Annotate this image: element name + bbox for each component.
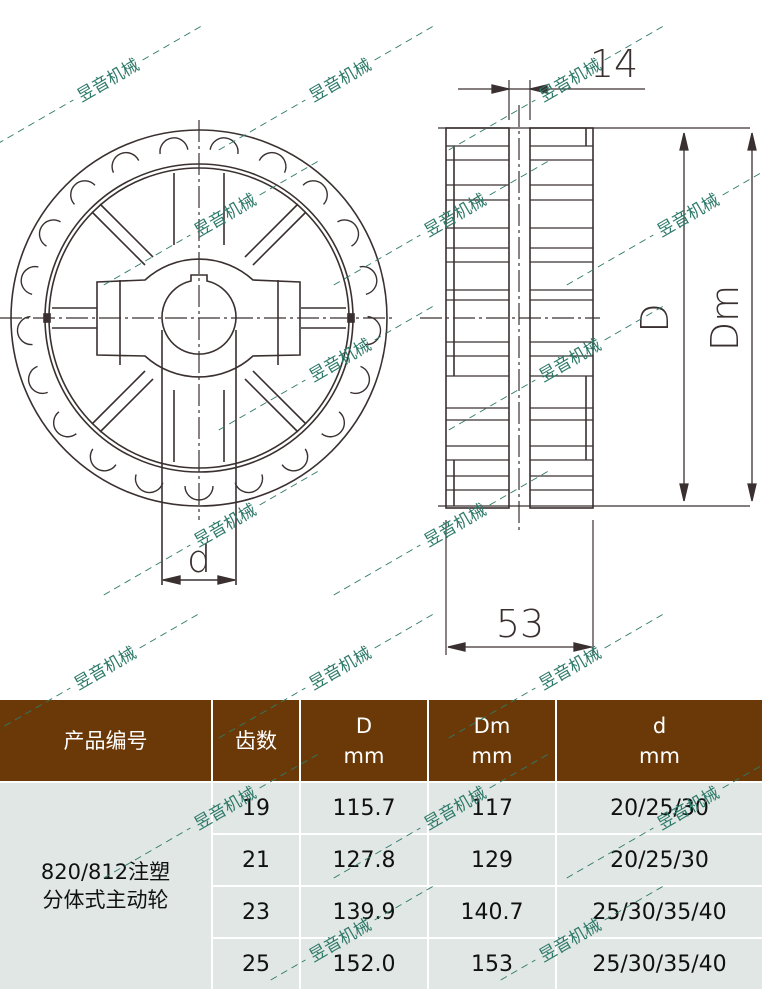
- d-cell: 20/25/30: [555, 833, 762, 886]
- dim-label-Dm: Dm: [703, 285, 747, 351]
- dim-label-d: d: [187, 537, 211, 581]
- table-row: 820/812注塑分体式主动轮 19 115.7 117 20/25/30: [0, 781, 762, 989]
- teeth-cell: 19: [211, 781, 300, 834]
- col-header-teeth: 齿数: [211, 700, 300, 782]
- D-cell: 139.9: [299, 885, 428, 938]
- teeth-cell: 21: [211, 833, 300, 886]
- d-cell: 20/25/30: [555, 781, 762, 834]
- teeth-cell: 25: [211, 937, 300, 989]
- Dm-cell: 117: [427, 781, 556, 834]
- Dm-cell: 153: [427, 937, 556, 989]
- D-cell: 115.7: [299, 781, 428, 834]
- product-name-cell: 820/812注塑分体式主动轮: [0, 781, 212, 989]
- dim-label-53: 53: [496, 602, 544, 646]
- col-header-product-code: 产品编号: [0, 700, 212, 782]
- front-view: [0, 120, 395, 585]
- D-cell: 152.0: [299, 937, 428, 989]
- technical-drawing: d: [0, 42, 757, 655]
- D-cell: 127.8: [299, 833, 428, 886]
- Dm-cell: 129: [427, 833, 556, 886]
- dim-label-D: D: [633, 303, 677, 332]
- Dm-cell: 140.7: [427, 885, 556, 938]
- teeth-cell: 23: [211, 885, 300, 938]
- side-dimensions: [447, 84, 757, 652]
- dim-label-14: 14: [590, 42, 638, 86]
- d-cell: 25/30/35/40: [555, 885, 762, 938]
- side-view: [420, 80, 750, 655]
- d-cell: 25/30/35/40: [555, 937, 762, 989]
